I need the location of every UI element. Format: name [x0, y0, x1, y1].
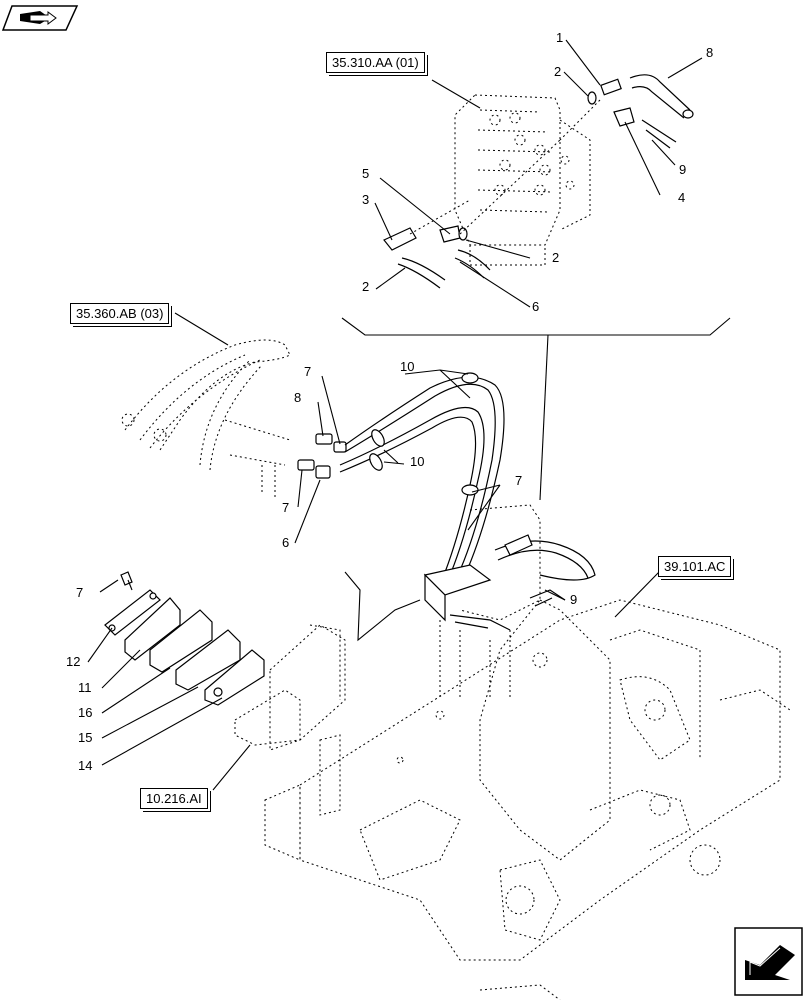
book-arrow-icon[interactable] [1, 5, 79, 31]
callout-number: 6 [532, 299, 539, 314]
callout-number: 14 [78, 758, 92, 773]
callout-leaders [87, 39, 703, 791]
pilot-fittings [297, 433, 347, 479]
callout-number: 10 [400, 359, 414, 374]
callout-number: 8 [706, 45, 713, 60]
hydraulic-hoses [339, 372, 505, 581]
callout-numbers: 1 2 8 2 9 4 5 3 2 6 10 7 8 10 7 7 6 9 7 … [66, 30, 713, 773]
next-page-arrow-icon[interactable] [734, 927, 803, 996]
callout-number: 4 [678, 190, 685, 205]
pilot-hose-bundle [121, 339, 291, 500]
callout-number: 2 [554, 64, 561, 79]
mounting-bracket [234, 624, 346, 751]
callout-number: 7 [76, 585, 83, 600]
callout-number: 15 [78, 730, 92, 745]
callout-number: 7 [515, 473, 522, 488]
callout-number: 8 [294, 390, 301, 405]
callout-number: 16 [78, 705, 92, 720]
callout-number: 11 [78, 680, 92, 695]
callout-number: 7 [282, 500, 289, 515]
callout-number: 5 [362, 166, 369, 181]
callout-number: 10 [410, 454, 424, 469]
ref-box-frame[interactable]: 39.101.AC [658, 556, 735, 580]
upper-fittings [383, 74, 694, 289]
callout-number: 9 [570, 592, 577, 607]
callout-number: 12 [66, 654, 80, 669]
clamp-parts [104, 571, 265, 706]
control-valve-assembly [454, 94, 591, 266]
callout-number: 6 [282, 535, 289, 550]
main-frame [264, 599, 791, 1001]
callout-number: 2 [552, 250, 559, 265]
pilot-valve-block [423, 504, 596, 700]
leader-separators [341, 317, 731, 642]
ref-box-pilot[interactable]: 35.360.AB (03) [70, 303, 173, 327]
callout-number: 7 [304, 364, 311, 379]
callout-number: 3 [362, 192, 369, 207]
callout-number: 1 [556, 30, 563, 45]
ref-box-bracket[interactable]: 10.216.AI [140, 788, 211, 812]
callout-number: 9 [679, 162, 686, 177]
ref-box-valve[interactable]: 35.310.AA (01) [326, 52, 428, 76]
callout-number: 2 [362, 279, 369, 294]
